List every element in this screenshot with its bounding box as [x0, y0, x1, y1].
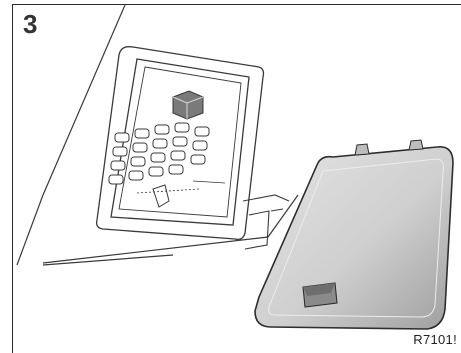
- fuse: [135, 129, 149, 138]
- fuse: [153, 139, 167, 148]
- fuse: [173, 137, 187, 146]
- fuse: [111, 161, 125, 170]
- fuse: [115, 133, 129, 142]
- step-number: 3: [23, 11, 37, 37]
- fuse-box-cover: [255, 140, 453, 329]
- relay-block: [173, 91, 203, 119]
- fuse: [133, 143, 147, 152]
- fuse: [131, 157, 145, 166]
- fuse: [193, 141, 207, 150]
- fuse: [171, 151, 185, 160]
- cover-tab: [355, 144, 369, 155]
- fuse: [151, 153, 165, 162]
- cover-body: [255, 147, 453, 329]
- fuse-box-illustration: [13, 5, 461, 353]
- fuse: [109, 175, 123, 184]
- fuse: [113, 147, 127, 156]
- fuse: [191, 155, 205, 164]
- cover-tab: [409, 140, 423, 150]
- reference-code: R7101!: [413, 332, 457, 347]
- fuse: [129, 171, 143, 180]
- fuse: [175, 123, 189, 132]
- fuse: [149, 167, 163, 176]
- fuse: [155, 125, 169, 134]
- cover-bracket-lines: [243, 195, 289, 249]
- fuse: [195, 127, 209, 136]
- fuse: [169, 165, 183, 174]
- figure-frame: 3 R7101!: [12, 4, 461, 353]
